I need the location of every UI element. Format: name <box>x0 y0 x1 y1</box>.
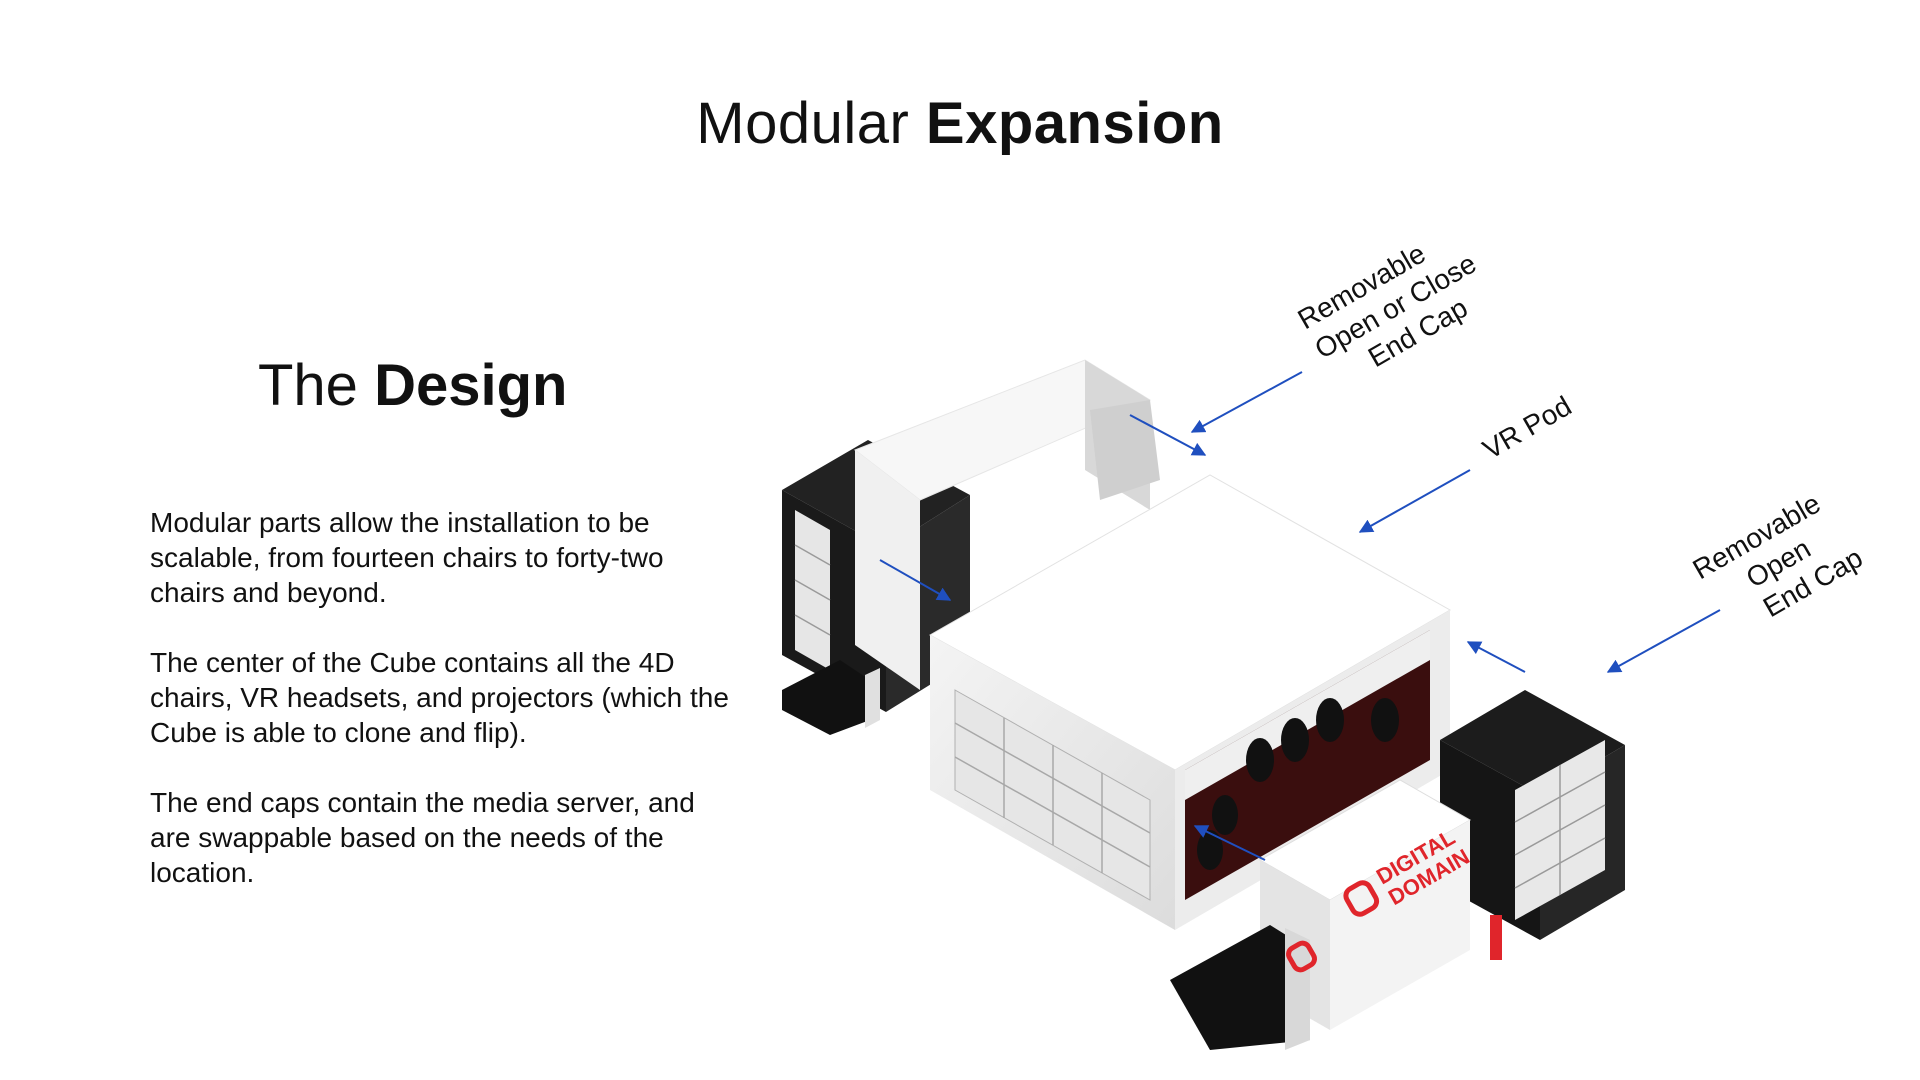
callout-vr-pod: VR Pod <box>1478 390 1577 465</box>
subtitle-bold: Design <box>374 353 568 418</box>
subtitle-normal: The <box>258 353 375 418</box>
vr-pod-cube <box>928 474 1452 930</box>
section-title: The Design <box>258 352 567 419</box>
paragraph-scalable: Modular parts allow the installation to … <box>150 507 664 608</box>
callout-arrows <box>879 371 1721 861</box>
title-bold: Expansion <box>925 91 1224 156</box>
paragraph-end-caps: The end caps contain the media server, a… <box>150 787 695 888</box>
title-normal: Modular <box>696 91 926 156</box>
description: Modular parts allow the installation to … <box>150 505 740 925</box>
digital-domain-logo-icon <box>1343 880 1380 917</box>
right-end-cap: DIGITAL DOMAIN <box>1170 690 1625 1050</box>
back-module <box>853 359 1160 690</box>
callout-top-end-cap: Removable Open or Close End Cap <box>1293 238 1482 374</box>
callout-vr-pod-label: VR Pod <box>1478 390 1577 465</box>
callout-right-end-cap: Removable Open End Cap <box>1688 488 1868 624</box>
page-title: Modular Expansion <box>0 90 1920 157</box>
paragraph-center: The center of the Cube contains all the … <box>150 647 729 748</box>
